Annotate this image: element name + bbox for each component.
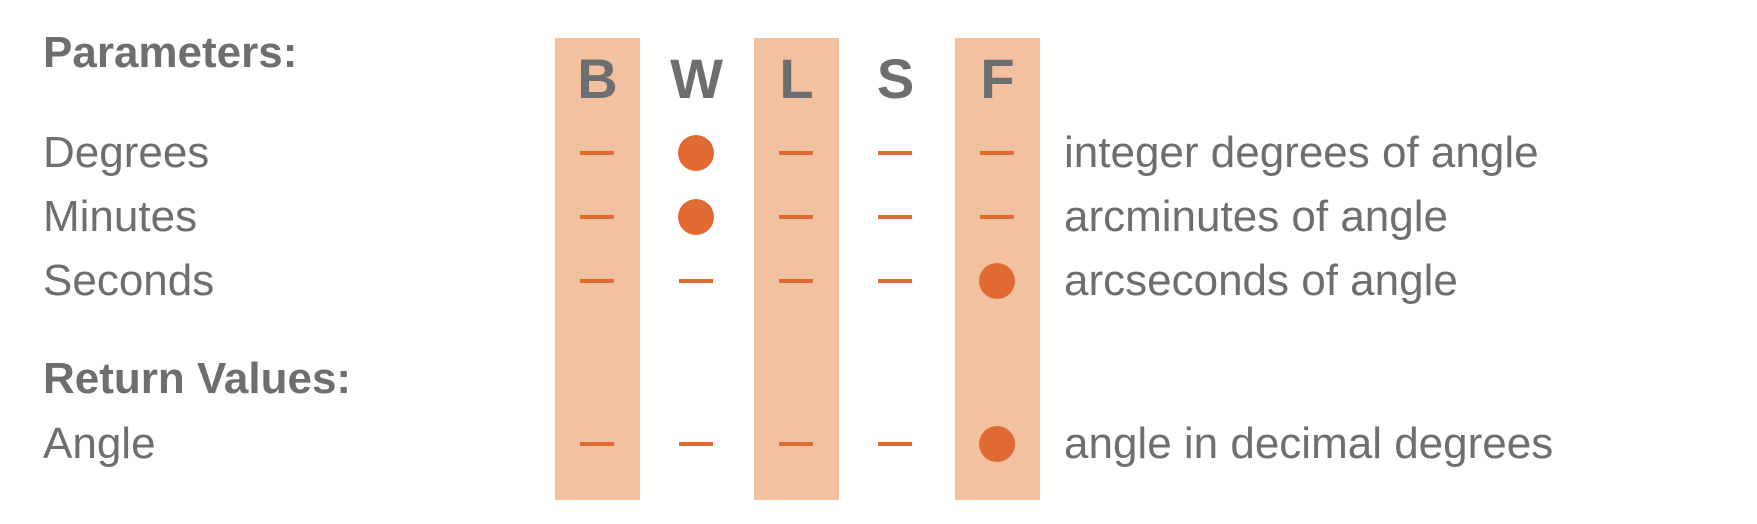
dash-mark-minutes-s bbox=[878, 215, 912, 219]
dash-mark-angle-l bbox=[779, 442, 813, 446]
dash-mark-degrees-l bbox=[779, 151, 813, 155]
return-values-heading: Return Values: bbox=[43, 354, 352, 403]
dash-mark-seconds-s bbox=[878, 279, 912, 283]
dot-mark-minutes-w bbox=[678, 199, 714, 235]
column-header-b: B bbox=[577, 47, 618, 110]
dash-mark-angle-s bbox=[878, 442, 912, 446]
column-header-s: S bbox=[876, 47, 915, 110]
row-description-degrees: integer degrees of angle bbox=[1064, 128, 1539, 177]
dot-mark-degrees-w bbox=[678, 135, 714, 171]
dash-mark-angle-w bbox=[679, 442, 713, 446]
row-label-minutes: Minutes bbox=[43, 192, 198, 241]
row-label-seconds: Seconds bbox=[43, 256, 215, 305]
row-description-seconds: arcseconds of angle bbox=[1064, 256, 1458, 305]
row-label-angle: Angle bbox=[43, 419, 156, 468]
column-band-l bbox=[754, 38, 839, 500]
dash-mark-seconds-b bbox=[580, 279, 614, 283]
dash-mark-minutes-l bbox=[779, 215, 813, 219]
row-description-angle: angle in decimal degrees bbox=[1064, 419, 1554, 468]
column-header-f: F bbox=[980, 47, 1015, 110]
parameters-heading: Parameters: bbox=[43, 28, 298, 77]
dash-mark-degrees-s bbox=[878, 151, 912, 155]
column-header-w: W bbox=[670, 47, 723, 110]
dash-mark-minutes-f bbox=[980, 215, 1014, 219]
dash-mark-degrees-f bbox=[980, 151, 1014, 155]
dash-mark-seconds-l bbox=[779, 279, 813, 283]
column-band-b bbox=[555, 38, 640, 500]
dash-mark-degrees-b bbox=[580, 151, 614, 155]
column-header-l: L bbox=[779, 47, 814, 110]
row-description-minutes: arcminutes of angle bbox=[1064, 192, 1448, 241]
dot-mark-seconds-f bbox=[979, 263, 1015, 299]
dash-mark-seconds-w bbox=[679, 279, 713, 283]
row-label-degrees: Degrees bbox=[43, 128, 210, 177]
dash-mark-minutes-b bbox=[580, 215, 614, 219]
dot-mark-angle-f bbox=[979, 426, 1015, 462]
dash-mark-angle-b bbox=[580, 442, 614, 446]
